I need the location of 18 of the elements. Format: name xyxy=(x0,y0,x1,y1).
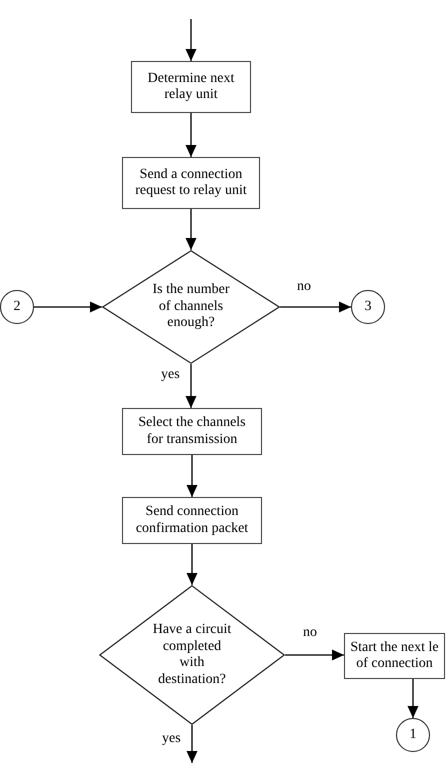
process-step: Determine next relay unit xyxy=(131,61,251,113)
arrow xyxy=(186,455,198,497)
arrow xyxy=(34,302,102,312)
arrow xyxy=(186,364,196,408)
arrow xyxy=(285,650,344,660)
arrow xyxy=(408,679,418,718)
process-step: Send connection confirmation packet xyxy=(122,497,262,544)
process-step: Start the next le of connection xyxy=(344,633,445,679)
process-step: Select the channels for transmission xyxy=(122,408,262,455)
arrow xyxy=(186,19,196,61)
arrow xyxy=(186,209,196,250)
process-step: Send a connection request to relay unit xyxy=(122,157,260,209)
arrow xyxy=(186,725,198,763)
arrow xyxy=(280,302,351,312)
decision-diamond: Have a circuit completed with destination? xyxy=(99,585,285,725)
decision-diamond: Is the number of channels enough? xyxy=(102,250,280,364)
arrow xyxy=(186,113,196,157)
arrow xyxy=(186,544,198,585)
